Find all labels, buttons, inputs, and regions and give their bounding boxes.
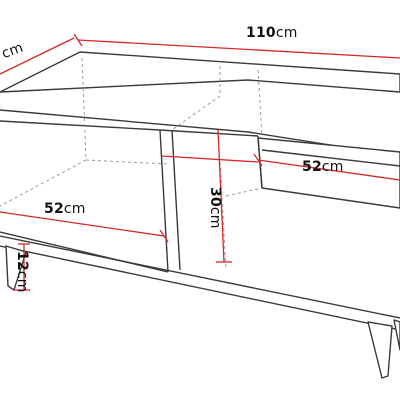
dim-drawer-unit: cm — [321, 159, 344, 175]
base-edge — [0, 235, 400, 319]
dim-drawer-line — [257, 159, 400, 181]
dim-width-tick-left — [73, 33, 83, 47]
dim-leg-label: 12cm — [14, 251, 30, 293]
dim-height-unit: cm — [207, 206, 223, 229]
dim-depth-line — [0, 37, 75, 75]
hidden-right-back — [257, 69, 263, 137]
partition-top — [159, 129, 259, 137]
cabinet-outline — [0, 51, 400, 379]
leg-right — [367, 321, 393, 379]
dim-height-line — [217, 129, 225, 263]
dim-drawer-label: 52cm — [302, 160, 344, 174]
middle-partition — [159, 129, 169, 273]
dim-drawer-tick-left — [253, 153, 263, 167]
hidden-inner-right — [219, 161, 227, 271]
dim-height-label: 30cm — [207, 187, 223, 229]
top-panel — [0, 51, 400, 93]
dim-width-line — [77, 39, 400, 59]
dim-drawer-value: 52 — [302, 159, 322, 175]
dim-shelf-tick-right — [159, 229, 169, 243]
leg-right-2 — [393, 319, 400, 351]
dim-width-value: 110 — [246, 25, 276, 41]
dim-height-tick-top — [161, 155, 259, 163]
hidden-edges — [0, 57, 263, 271]
drawer-inner — [261, 149, 400, 167]
dim-shelf-value: 52 — [44, 201, 64, 217]
dim-shelf-label: 52cm — [44, 202, 86, 216]
dim-shelf-unit: cm — [63, 201, 86, 217]
hidden-right-floor — [225, 187, 263, 197]
hidden-middle — [171, 66, 221, 131]
dim-leg-unit: cm — [14, 270, 30, 293]
base-edge-lower — [0, 245, 400, 331]
top-front-lower-edge — [0, 120, 161, 131]
dim-height-value: 30 — [207, 187, 223, 207]
middle-partition-back — [171, 129, 181, 271]
dim-width-unit: cm — [275, 25, 298, 41]
dim-leg-value: 12 — [14, 251, 30, 271]
dimension-lines — [0, 33, 400, 291]
dim-width-label: 110cm — [246, 26, 298, 40]
dim-shelf-line — [0, 211, 165, 237]
hidden-back-top — [85, 159, 169, 165]
